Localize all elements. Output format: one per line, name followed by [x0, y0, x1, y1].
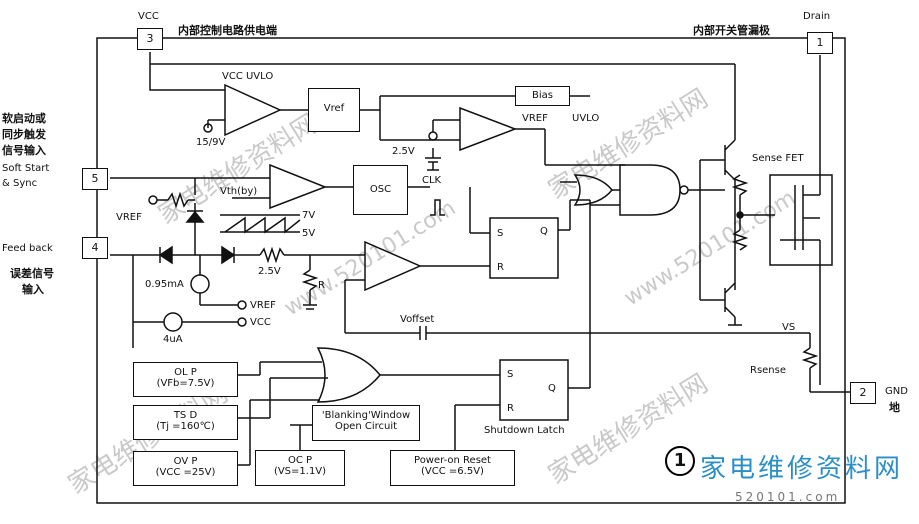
pin-softstart-desc2: 同步触发 [2, 128, 46, 141]
latch-r: R [507, 403, 514, 414]
label-rsense: Rsense [750, 365, 787, 376]
pin-vcc-name: VCC [138, 11, 159, 22]
label-5v: 5V [302, 228, 316, 239]
blanking-title: 'Blanking'Window [321, 410, 411, 421]
pin-softstart-name2: & Sync [2, 178, 38, 189]
blanking-cond: Open Circuit [334, 421, 398, 432]
tsd-cond: (Tj =160℃) [156, 421, 215, 432]
flipflop-r: R [497, 262, 504, 273]
pin-drain-name: Drain [803, 11, 831, 22]
pin-feedback-desc1: 误差信号 [10, 267, 54, 280]
label-2-5v-b: 2.5V [258, 266, 281, 277]
olp-cond: (VFb=7.5V) [156, 378, 215, 389]
pin-4: 4 [82, 237, 108, 259]
label-2-5v-a: 2.5V [392, 146, 415, 157]
osc-block: OSC [353, 165, 408, 215]
ovp-block: OV P (VCC =25V) [133, 451, 238, 486]
flipflop-s: S [497, 228, 504, 239]
ocp-block: OC P (VS=1.1V) [255, 450, 345, 486]
latch-label: Shutdown Latch [484, 425, 565, 436]
flipflop-q: Q [540, 226, 548, 237]
por-title: Power-on Reset [414, 455, 491, 466]
tsd-title: TS D [173, 410, 198, 421]
label-4ua: 4uA [163, 334, 183, 345]
pin-3: 3 [137, 28, 163, 50]
label-vref-uvlo-a: VREF [522, 113, 548, 124]
site-logo-url: 520101.com [735, 490, 841, 504]
pin-feedback-name: Feed back [2, 243, 53, 254]
label-voffset: Voffset [400, 314, 435, 325]
label-vcc-uvlo: VCC UVLO [222, 71, 274, 82]
power-on-reset-block: Power-on Reset (VCC =6.5V) [390, 450, 515, 486]
olp-title: OL P [174, 367, 197, 378]
tsd-block: TS D (Tj =160℃) [133, 405, 238, 440]
ovp-title: OV P [173, 456, 198, 467]
label-7v: 7V [302, 210, 316, 221]
ocp-title: OC P [287, 455, 313, 466]
pin-2: 2 [850, 382, 876, 404]
label-clk: CLK [422, 175, 442, 186]
vref-block: Vref [308, 88, 360, 132]
circled-one-icon: 1 [665, 446, 695, 476]
label-vref-fb: VREF [250, 300, 276, 311]
latch-s: S [507, 369, 514, 380]
label-sense-fet: Sense FET [752, 153, 804, 164]
pin-gnd-name: GND [885, 386, 908, 397]
label-vcc-fb: VCC [250, 317, 271, 328]
label-vs: VS [782, 322, 796, 333]
pin-vcc-desc: 内部控制电路供电端 [178, 24, 277, 37]
label-15-9v: 15/9V [196, 137, 226, 148]
por-cond: (VCC =6.5V) [421, 466, 484, 477]
label-vref-uvlo-b: UVLO [572, 113, 600, 124]
olp-block: OL P (VFb=7.5V) [133, 362, 238, 397]
ocp-cond: (VS=1.1V) [273, 466, 327, 477]
label-r: R [318, 280, 325, 291]
pin-1: 1 [807, 32, 833, 54]
blanking-window-block: 'Blanking'Window Open Circuit [312, 405, 420, 441]
pin-softstart-name1: Soft Start [2, 163, 50, 174]
site-logo-text: 家电维修资料网 [700, 454, 904, 484]
label-vref-softstart: VREF [116, 212, 142, 223]
pin-softstart-desc1: 软启动或 [2, 112, 46, 125]
bias-block: Bias [515, 86, 570, 106]
label-0-95ma: 0.95mA [145, 279, 184, 290]
pin-drain-desc: 内部开关管漏极 [693, 24, 770, 37]
pin-feedback-desc2: 输入 [22, 283, 44, 296]
label-vth-by: Vth(by) [220, 186, 258, 197]
ovp-cond: (VCC =25V) [155, 467, 216, 478]
latch-q: Q [548, 383, 556, 394]
pin-softstart-desc3: 信号输入 [2, 144, 46, 157]
pin-gnd-desc: 地 [889, 401, 900, 414]
pin-5: 5 [82, 168, 108, 190]
